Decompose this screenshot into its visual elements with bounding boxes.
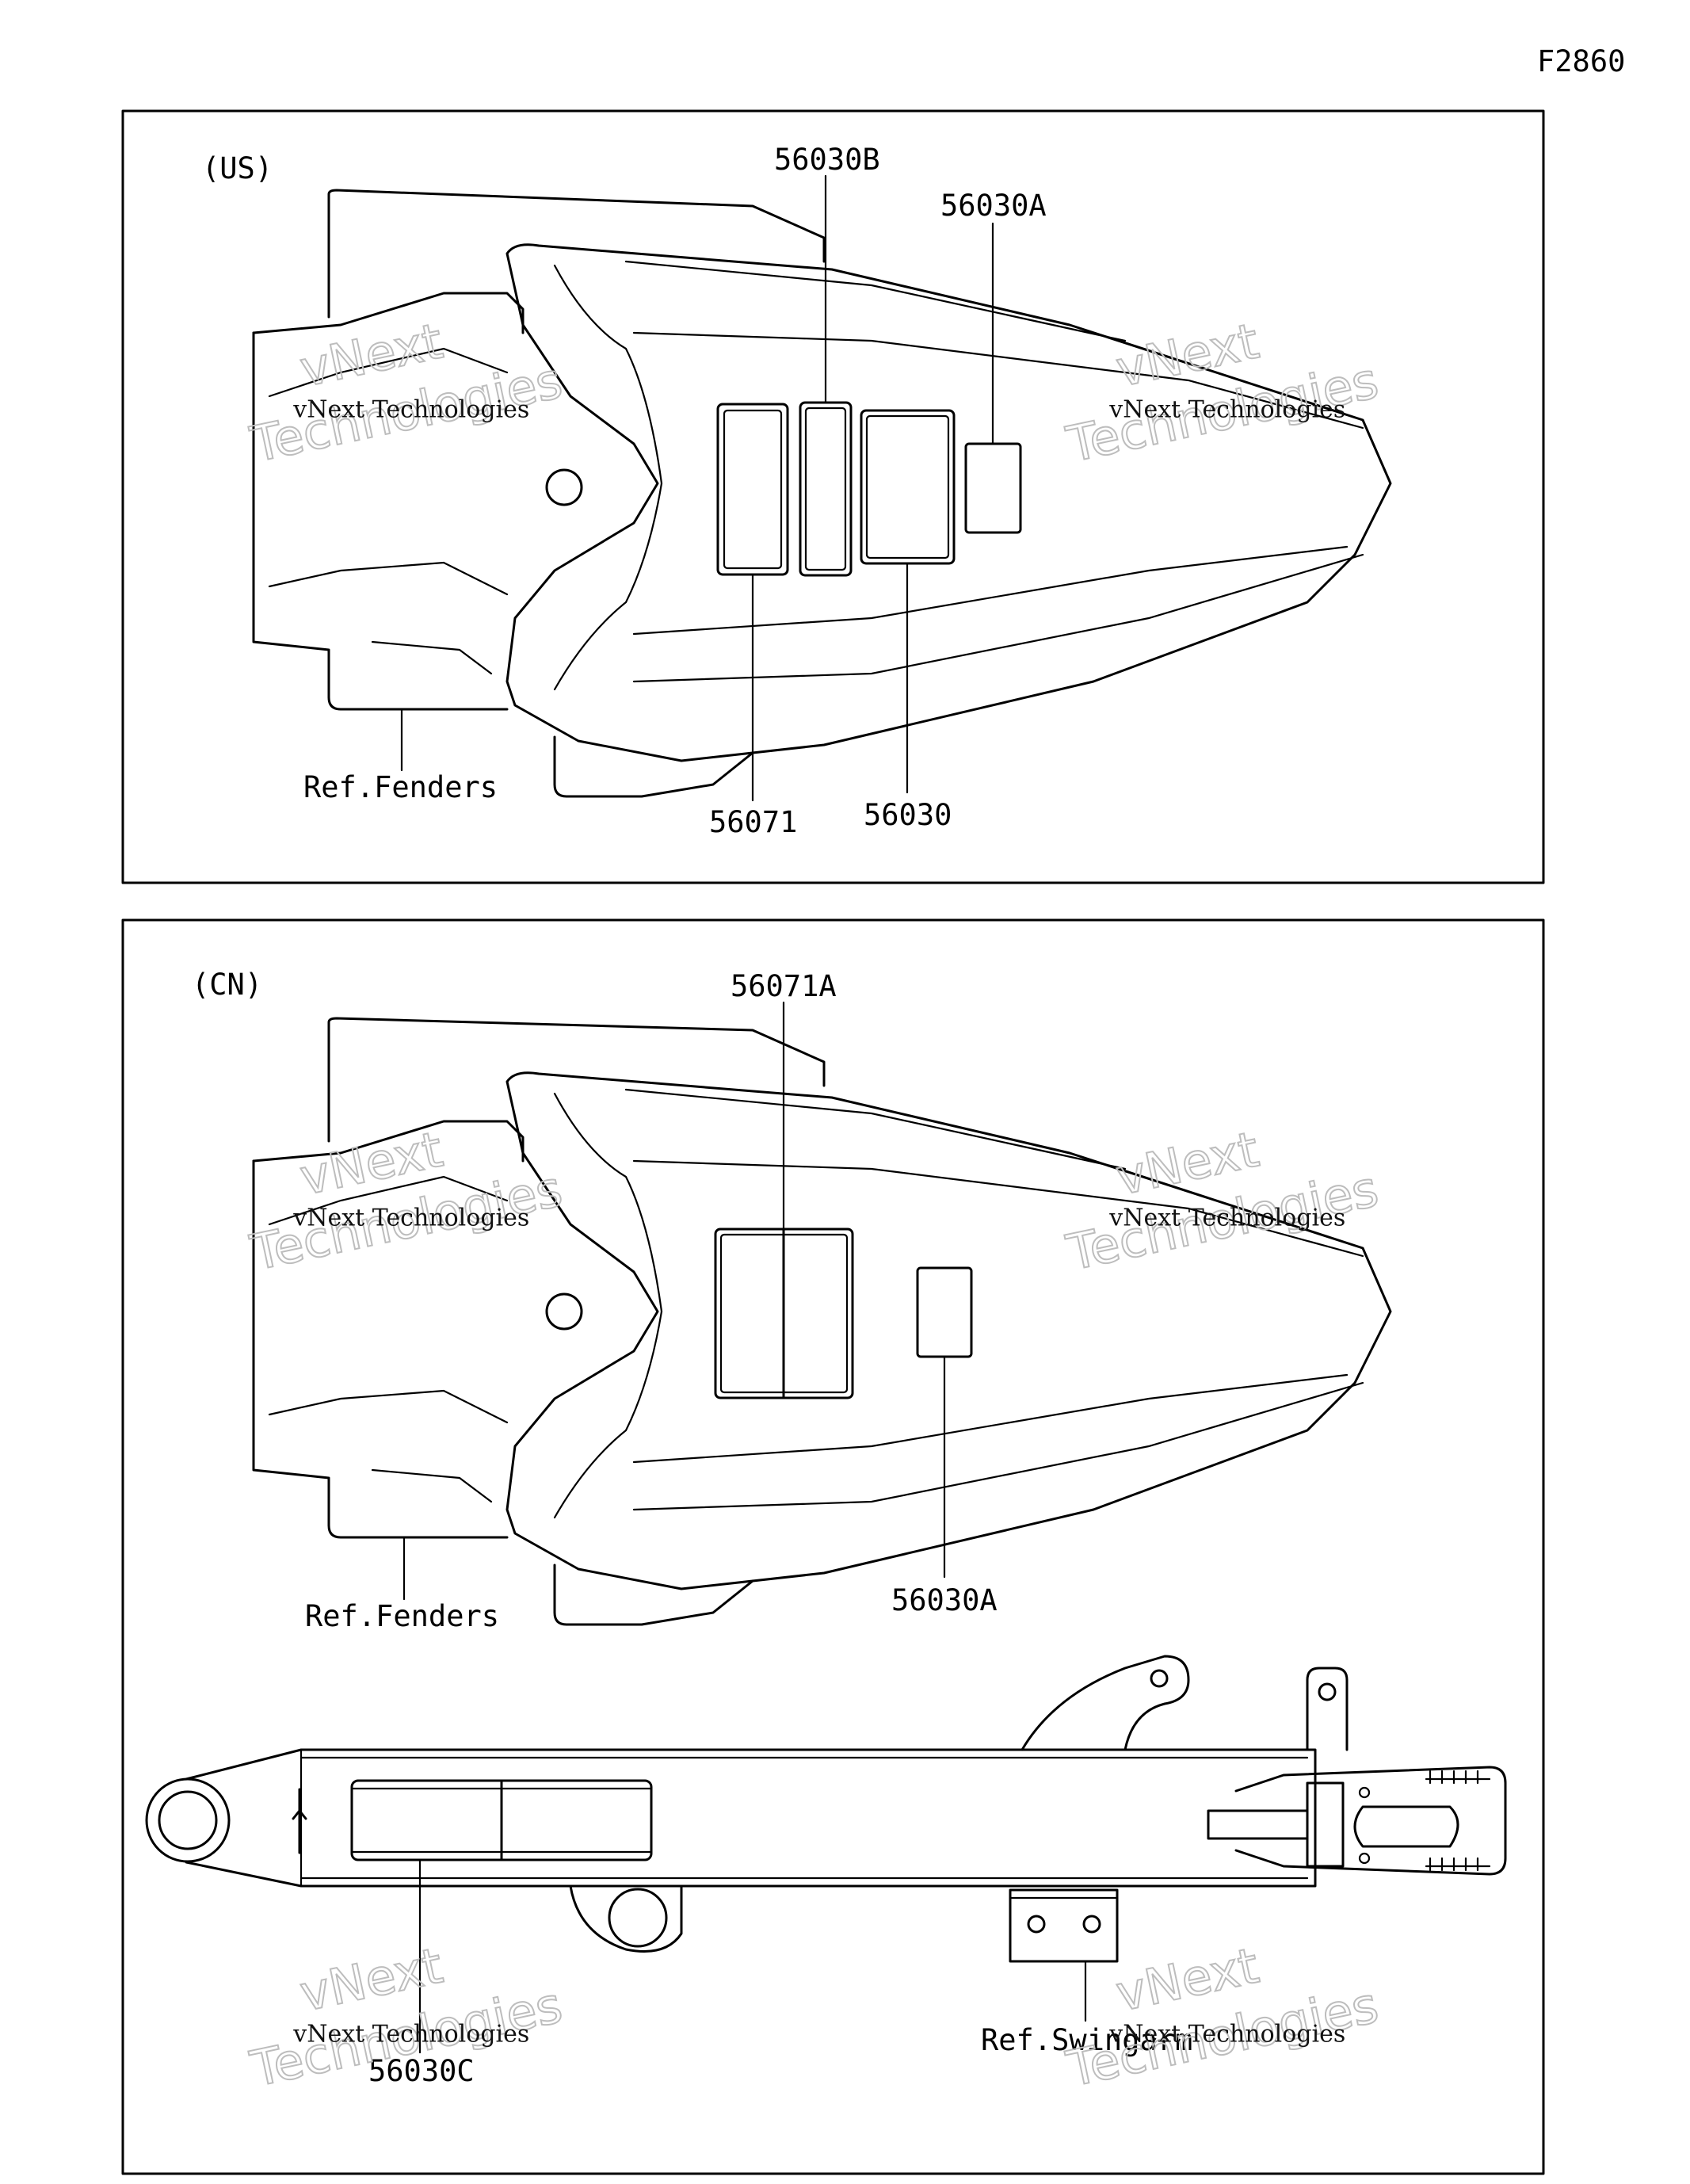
mount-hole-us xyxy=(545,468,583,506)
decal-56030-us xyxy=(860,409,956,565)
panel-us-frame xyxy=(121,109,1545,884)
svg-text:vNext Technologies: vNext Technologies xyxy=(292,1205,529,1232)
watermark-us-right: vNext Technologies vNext Technologies xyxy=(1061,311,1384,475)
mount-hole-cn xyxy=(545,1292,583,1331)
label-ref-fenders-cn: Ref.Fenders xyxy=(305,1599,499,1633)
panel-cn-frame xyxy=(121,918,1545,2175)
panel-cn-region: (CN) xyxy=(192,968,262,1002)
swingarm xyxy=(145,1655,1507,1963)
svg-text:vNext Technologies: vNext Technologies xyxy=(1108,396,1345,424)
svg-text:vNext Technologies: vNext Technologies xyxy=(1108,2021,1345,2048)
svg-text:vNext Technologies: vNext Technologies xyxy=(292,396,529,424)
svg-text:vNext Technologies: vNext Technologies xyxy=(292,2021,529,2048)
label-ref-fenders-us: Ref.Fenders xyxy=(303,770,498,804)
rear-fender-cn xyxy=(252,1017,1392,1626)
watermark-cn-right-bottom: vNext Technologies vNext Technologies xyxy=(1061,1936,1384,2099)
label-ref-swingarm-cn: Ref.Swingarm xyxy=(981,2023,1192,2057)
label-56071-us: 56071 xyxy=(709,805,797,839)
decal-56030a-us xyxy=(964,442,1022,534)
panel-cn: (CN) 56071A 56030A xyxy=(121,918,1545,2175)
label-56030b-us: 56030B xyxy=(774,143,880,177)
label-56071a-cn: 56071A xyxy=(731,969,837,1003)
label-56030-us: 56030 xyxy=(864,798,952,832)
rear-fender-us xyxy=(252,189,1392,798)
svg-text:vNext Technologies: vNext Technologies xyxy=(1108,1205,1345,1232)
label-56030a-cn: 56030A xyxy=(891,1583,998,1617)
figure-code: F2860 xyxy=(1537,44,1625,78)
label-56030c-cn: 56030C xyxy=(368,2054,475,2088)
watermark-us-left: vNext Technologies vNext Technologies xyxy=(245,311,568,475)
panel-us-region: (US) xyxy=(202,151,273,185)
decal-56030b-us xyxy=(799,401,853,577)
decal-group-us xyxy=(716,401,1022,577)
label-56030a-us: 56030A xyxy=(940,189,1047,223)
panel-us: (US) xyxy=(121,109,1545,884)
decal-56030a-cn xyxy=(916,1266,973,1358)
watermark-cn-right-top: vNext Technologies vNext Technologies xyxy=(1061,1120,1384,1283)
decal-56071-us xyxy=(716,403,789,576)
